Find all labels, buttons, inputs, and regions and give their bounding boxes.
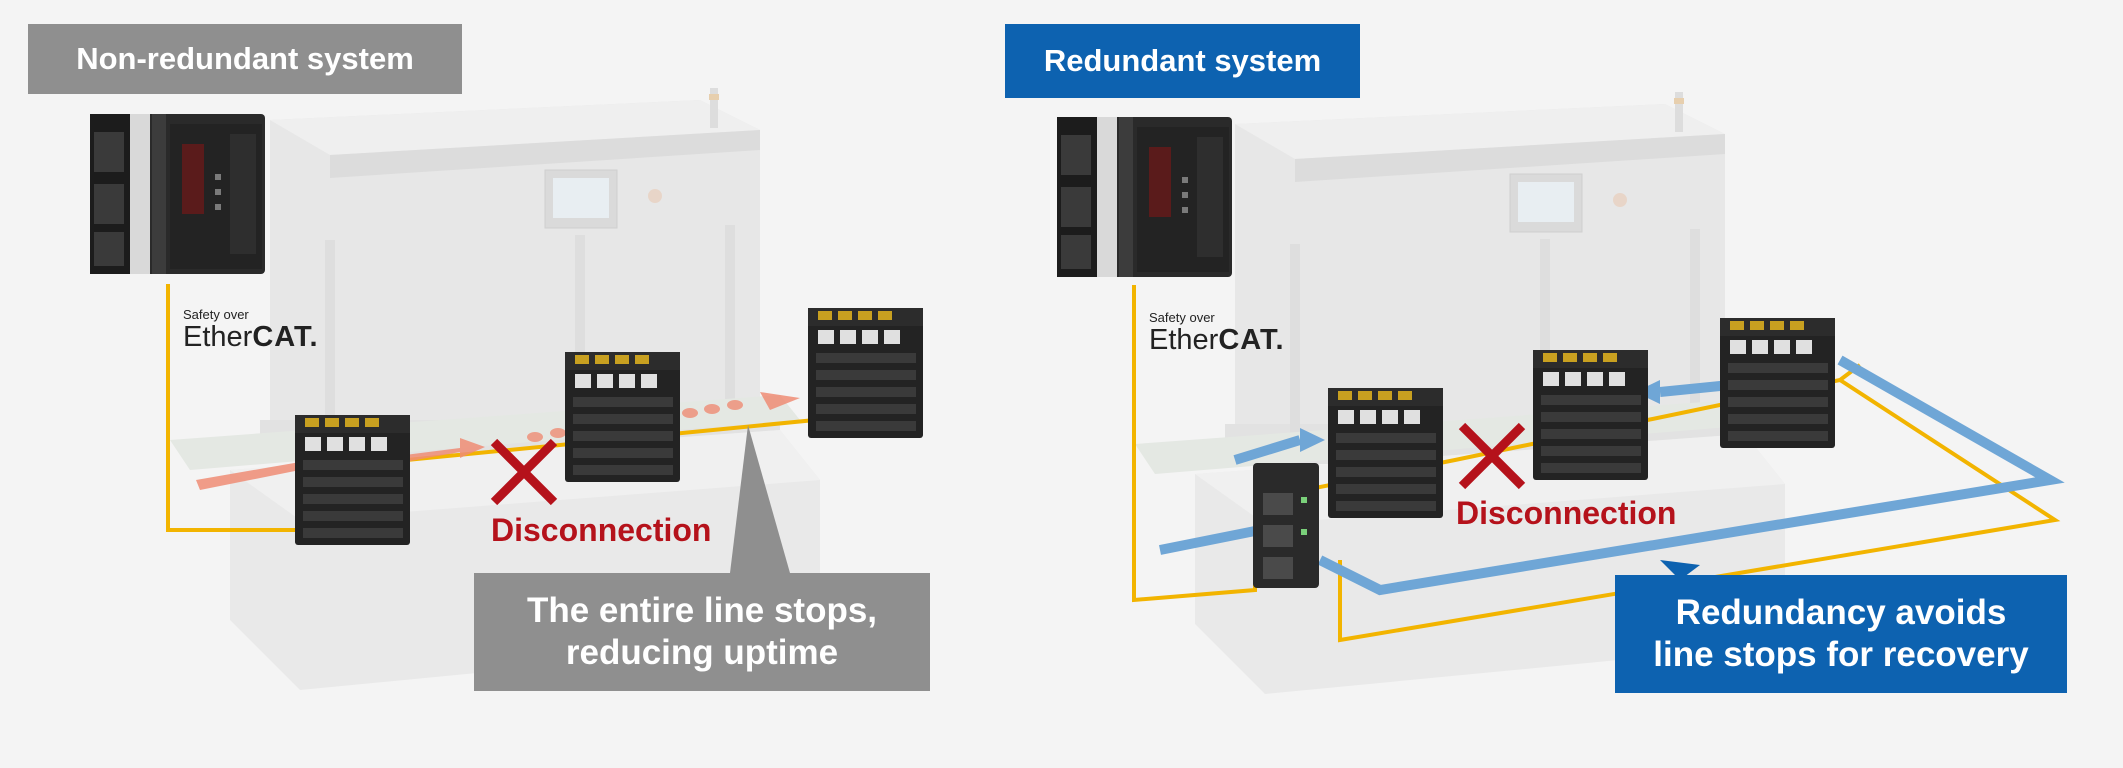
right-network-logo: Safety over EtherCAT. <box>1149 311 1285 355</box>
right-panel-title-text: Redundant system <box>1043 43 1322 78</box>
right-io-module-icon <box>1533 350 1648 480</box>
right-junction-device-icon <box>1253 463 1319 588</box>
right-panel-title: Redundant system <box>1005 24 1360 98</box>
right-callout: Redundancy avoids line stops for recover… <box>1615 575 2067 693</box>
right-flow-arrow-icon <box>1159 355 2065 596</box>
right-network-light-text: Ether <box>1149 324 1219 356</box>
left-callout-pointer <box>730 425 790 573</box>
left-io-module-icon <box>565 352 680 482</box>
right-controller-icon <box>1057 117 1232 277</box>
left-panel-title: Non-redundant system <box>28 24 462 94</box>
right-callout-line1: Redundancy avoids <box>1675 593 2007 632</box>
left-callout: The entire line stops, reducing uptime <box>474 573 930 691</box>
left-network-small-text: Safety over <box>183 307 249 322</box>
right-network-bold-text: CAT. <box>1218 324 1285 356</box>
right-network-small-text: Safety over <box>1149 310 1215 325</box>
left-callout-line2: reducing uptime <box>565 633 839 672</box>
right-io-module-icon <box>1328 388 1443 518</box>
right-io-module-icon <box>1720 318 1835 448</box>
left-controller-icon <box>90 114 265 274</box>
left-io-module-icon <box>295 415 410 545</box>
left-panel-title-text: Non-redundant system <box>76 41 414 76</box>
left-flow-arrow-icon <box>196 392 800 490</box>
right-disconnection-label: Disconnection <box>1456 495 1677 531</box>
left-network-bold-text: CAT. <box>252 321 319 353</box>
left-callout-line1: The entire line stops, <box>526 591 878 630</box>
left-disconnection-label: Disconnection <box>491 512 712 548</box>
left-network-light-text: Ether <box>183 321 253 353</box>
left-network-logo: Safety over EtherCAT. <box>183 308 319 352</box>
right-callout-line2: line stops for recovery <box>1653 635 2029 674</box>
left-io-module-icon <box>808 308 923 438</box>
